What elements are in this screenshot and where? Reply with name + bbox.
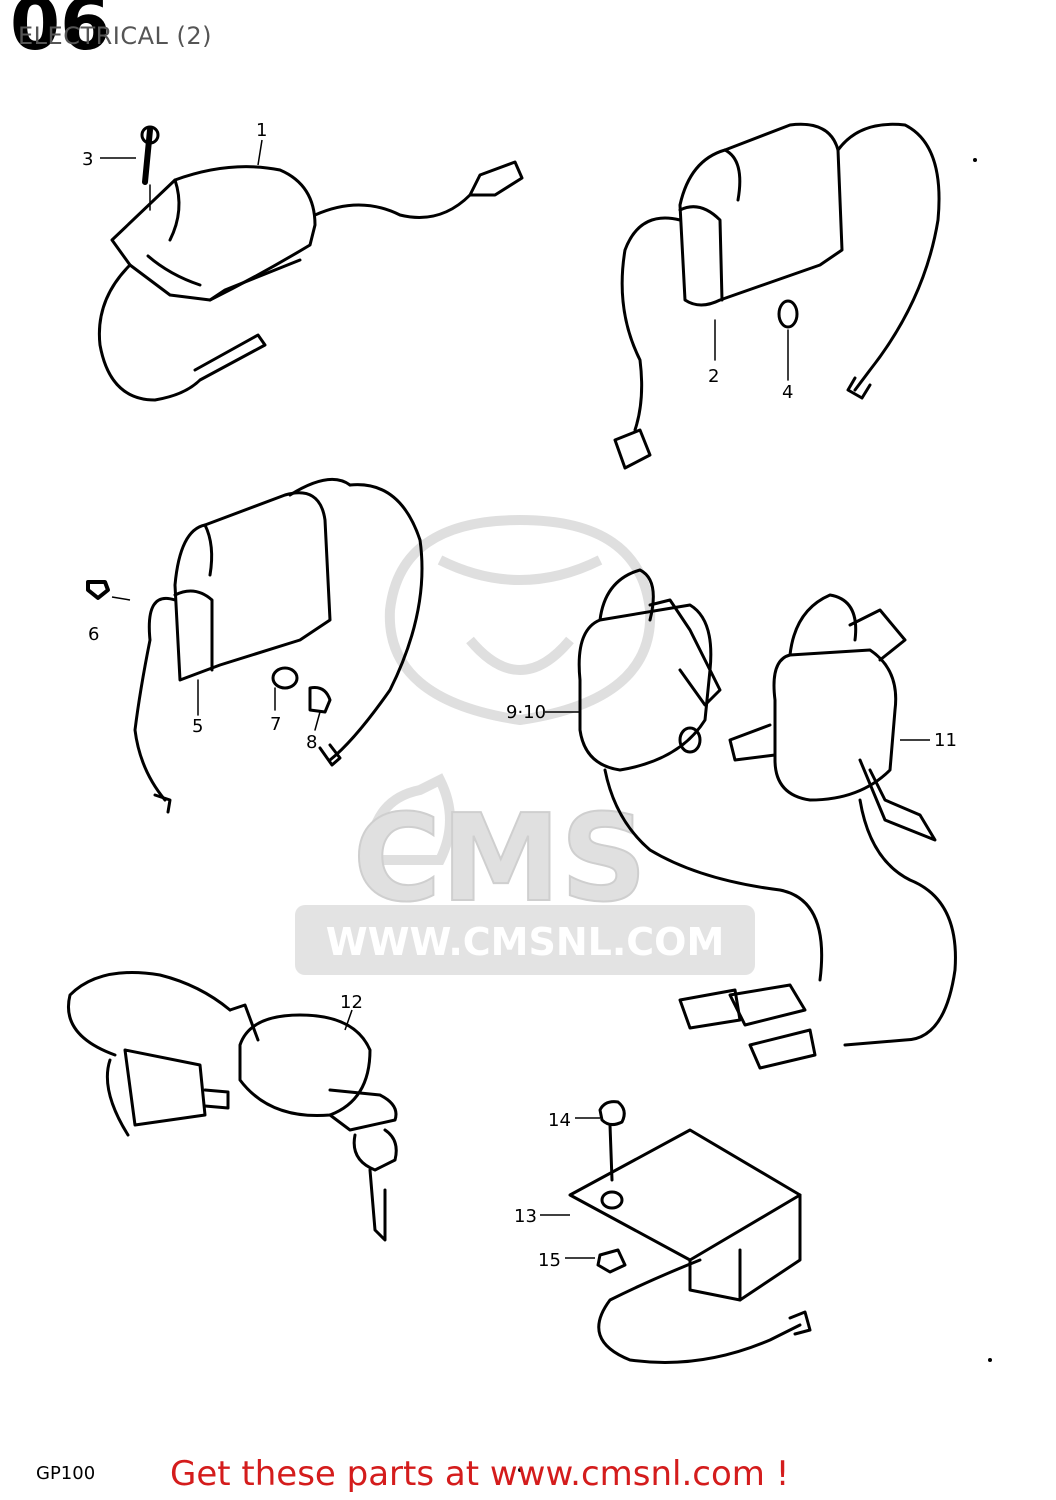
- watermark-url-box: [295, 905, 755, 975]
- callout-8: 8: [306, 732, 317, 753]
- callout-3: 3: [82, 149, 93, 170]
- callout-7: 7: [270, 714, 281, 735]
- footer-link[interactable]: Get these parts at www.cmsnl.com !: [170, 1454, 790, 1494]
- part-cdi-unit-13: [568, 1100, 812, 1364]
- part-ignition-coil-2: [613, 122, 941, 470]
- callout-1: 1: [256, 120, 267, 141]
- scan-specks: [518, 158, 992, 1472]
- model-code: GP100: [36, 1463, 96, 1484]
- callout-labels: 1 2 3 4 5 6 7 8 9·10 11 12 13 14 15: [82, 120, 957, 1271]
- section-code: 06: [10, 0, 111, 66]
- watermark-url: WWW.CMSNL.COM: [326, 920, 725, 964]
- callout-14: 14: [548, 1110, 571, 1131]
- callout-6: 6: [88, 624, 99, 645]
- part-ignition-switch-11: [728, 593, 957, 1070]
- callout-13: 13: [514, 1206, 537, 1227]
- callout-15: 15: [538, 1250, 561, 1271]
- part-ignition-coil-1: [97, 125, 524, 402]
- page-title: ELECTRICAL (2): [18, 22, 213, 50]
- part-ignition-coil-5: [86, 477, 424, 814]
- part-ignition-switch-9-10: [577, 568, 824, 1030]
- callout-5: 5: [192, 716, 203, 737]
- part-ignition-switch-12: [67, 971, 398, 1242]
- callout-4: 4: [782, 382, 793, 403]
- callout-11: 11: [934, 730, 957, 751]
- leader-lines: [100, 139, 930, 1259]
- callout-12: 12: [340, 992, 363, 1013]
- callout-9-10: 9·10: [506, 702, 546, 723]
- callout-2: 2: [708, 366, 719, 387]
